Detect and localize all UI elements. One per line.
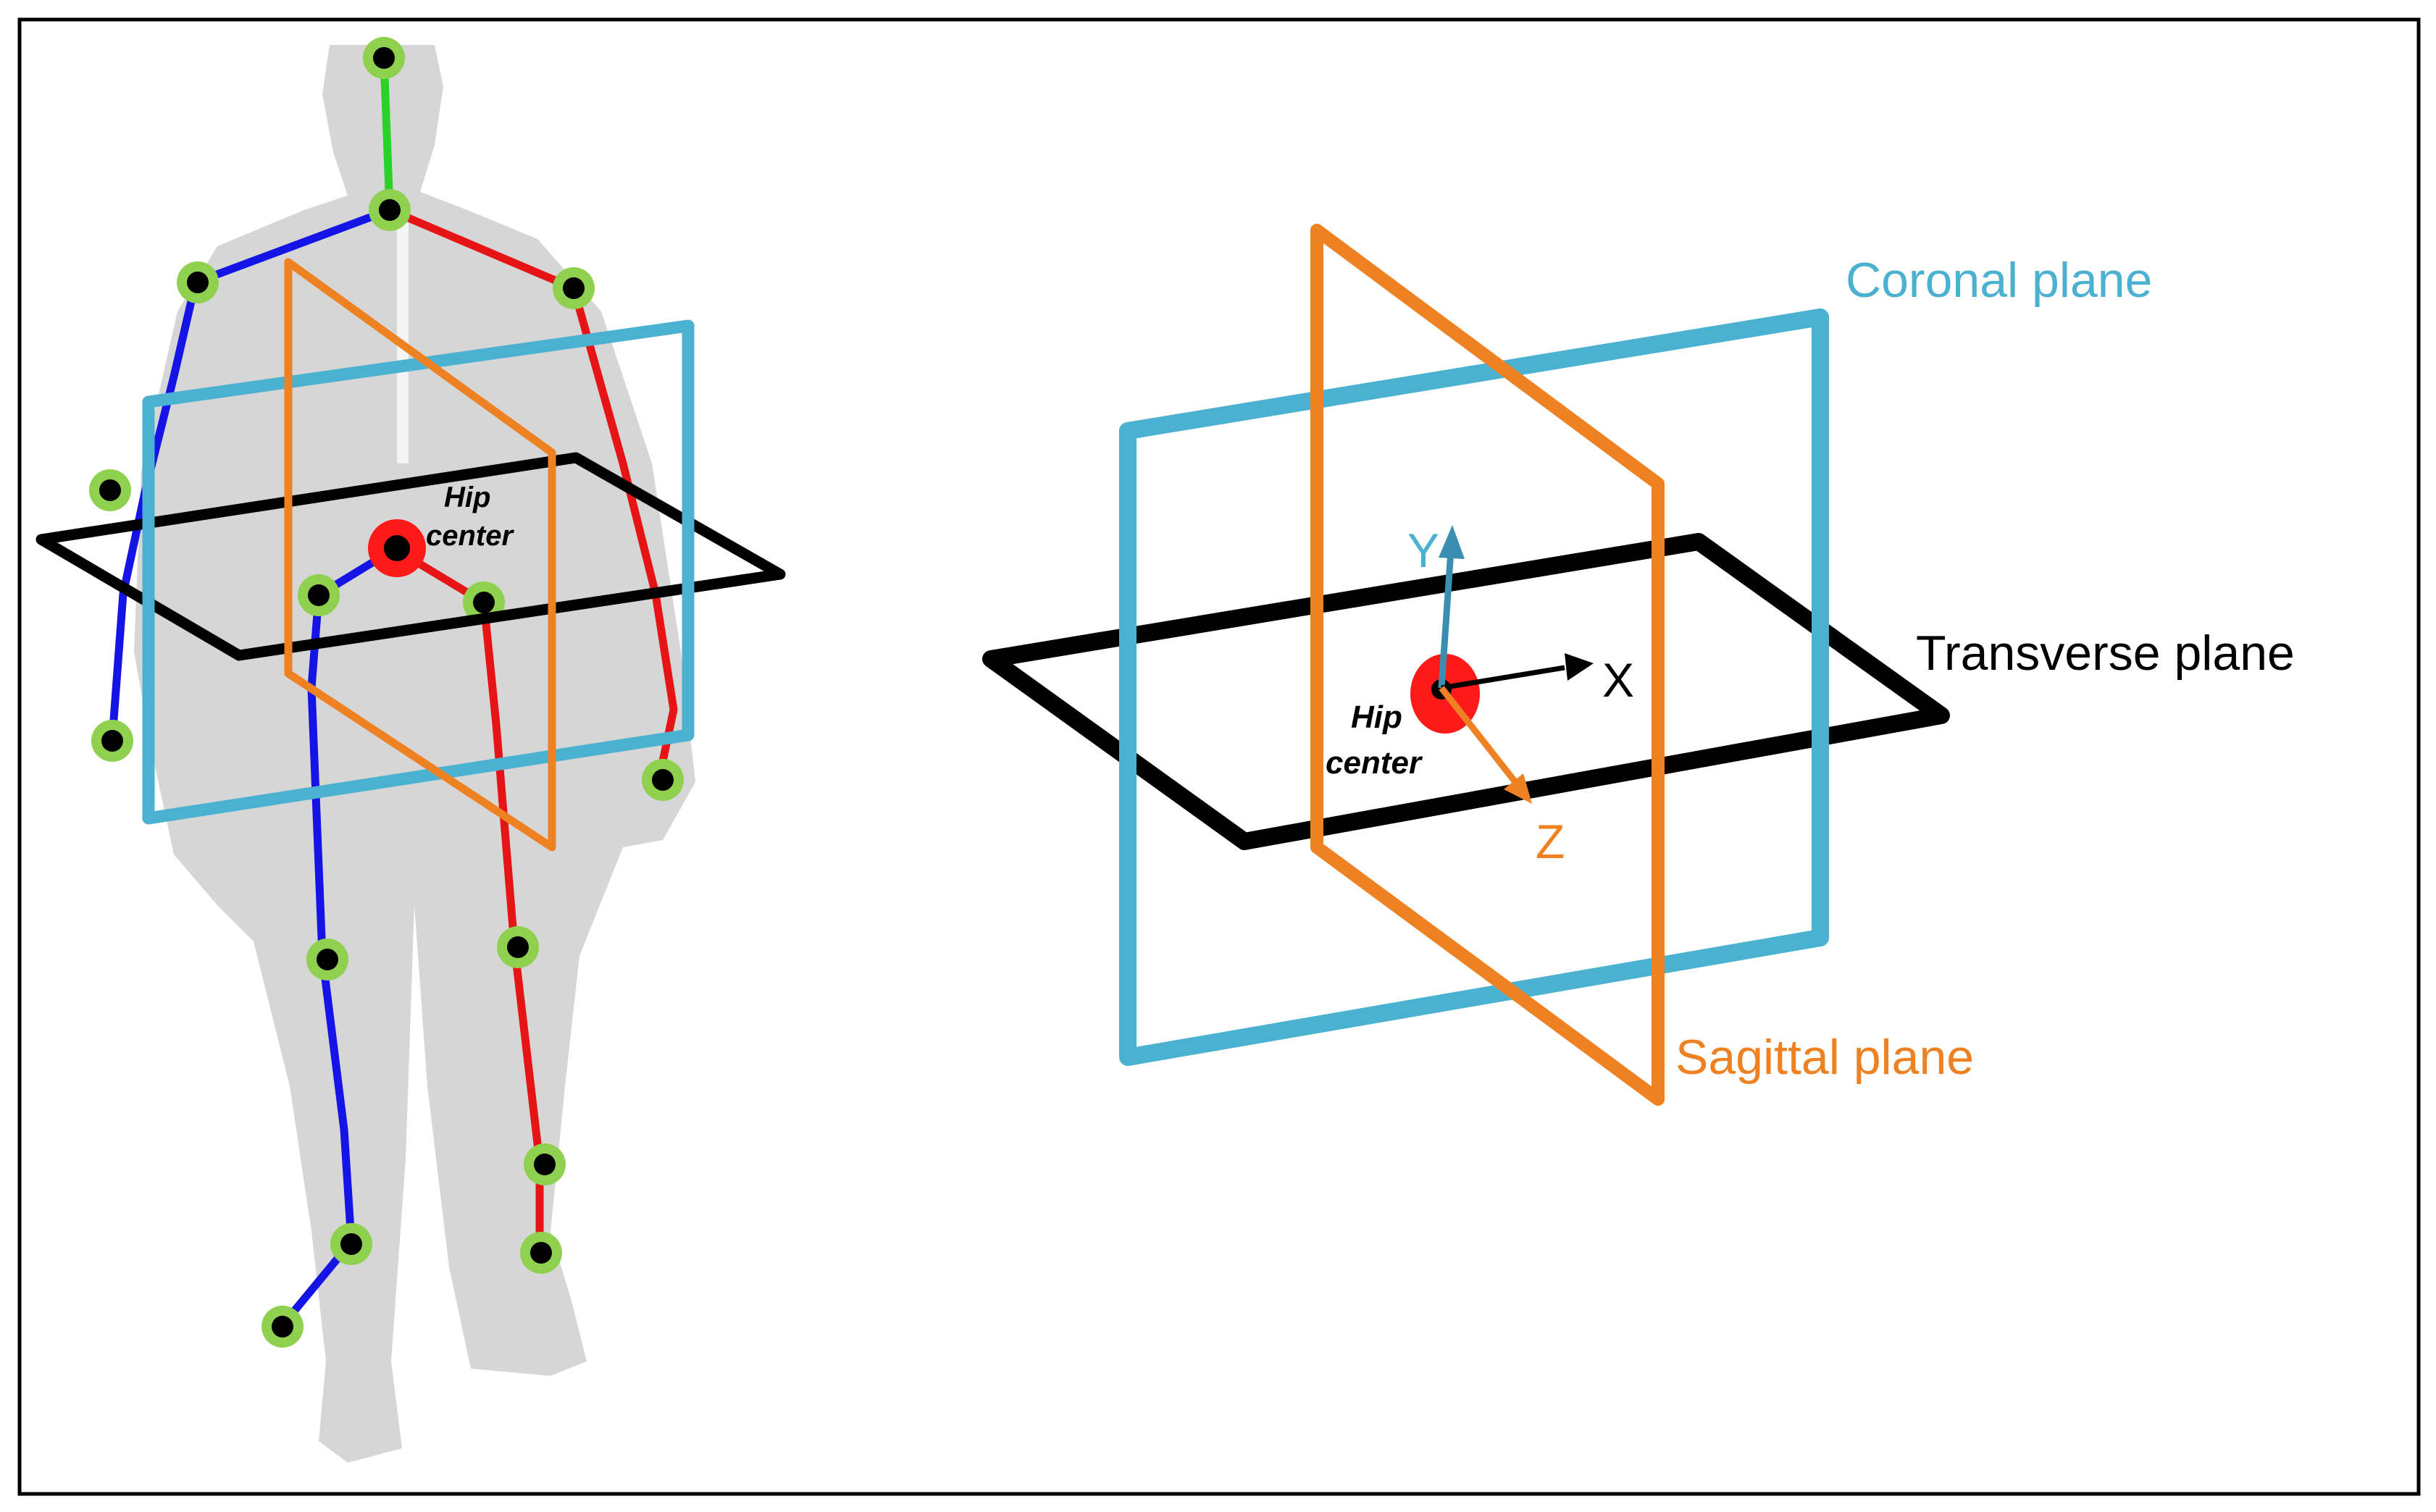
left-hip-center-marker (368, 519, 426, 577)
right-panel-planes: Y X Z Hip center Coronal plane Transvers… (982, 224, 2295, 1106)
joint-left-ankle (330, 1223, 372, 1265)
coronal-plane-label: Coronal plane (1846, 253, 2152, 308)
figure-border (17, 17, 2421, 1496)
joint-left-hip (298, 574, 340, 616)
neck-bone (380, 54, 394, 214)
axis-x-label: X (1602, 653, 1634, 707)
right-hip-label-line2: center (1326, 745, 1423, 781)
transverse-plane-label: Transverse plane (1916, 626, 2295, 681)
joint-head (363, 37, 405, 79)
right-hip-label-line1: Hip (1351, 700, 1402, 735)
joint-left-knee (306, 938, 348, 980)
sagittal-plane-label: Sagittal plane (1675, 1030, 1974, 1085)
joint-right-foot (520, 1232, 562, 1274)
joint-right-ankle (524, 1143, 566, 1185)
left-arm-bones (108, 206, 394, 743)
axis-z-label: Z (1536, 815, 1565, 868)
left-hip-label-line2: center (426, 520, 514, 552)
joint-right-wrist (642, 759, 684, 801)
left-transverse-plane (35, 452, 786, 661)
left-hip-label-line1: Hip (444, 482, 490, 513)
z-axis-arrow (1439, 686, 1532, 804)
left-coronal-plane (142, 319, 695, 825)
coordinate-axes (1438, 525, 1594, 804)
spine-highlight (397, 210, 409, 463)
right-sagittal-plane (1310, 224, 1665, 1106)
joint-neck (369, 189, 411, 231)
joint-right-knee (497, 926, 539, 968)
joint-left-wrist (91, 720, 133, 762)
right-coronal-plane (1119, 308, 1829, 1066)
joint-right-shoulder (553, 267, 595, 309)
axis-y-label: Y (1407, 524, 1439, 577)
right-arm-bones (385, 206, 678, 783)
joint-left-shoulder (177, 261, 219, 303)
y-axis-arrow (1438, 525, 1465, 689)
left-sagittal-plane (284, 258, 556, 852)
x-axis-arrow (1441, 653, 1594, 691)
right-transverse-plane (982, 533, 1950, 850)
skeleton-joints (89, 37, 684, 1348)
joint-left-foot (261, 1306, 304, 1348)
left-panel-skeleton: Hip center (35, 37, 786, 1463)
joint-left-elbow (89, 469, 131, 511)
